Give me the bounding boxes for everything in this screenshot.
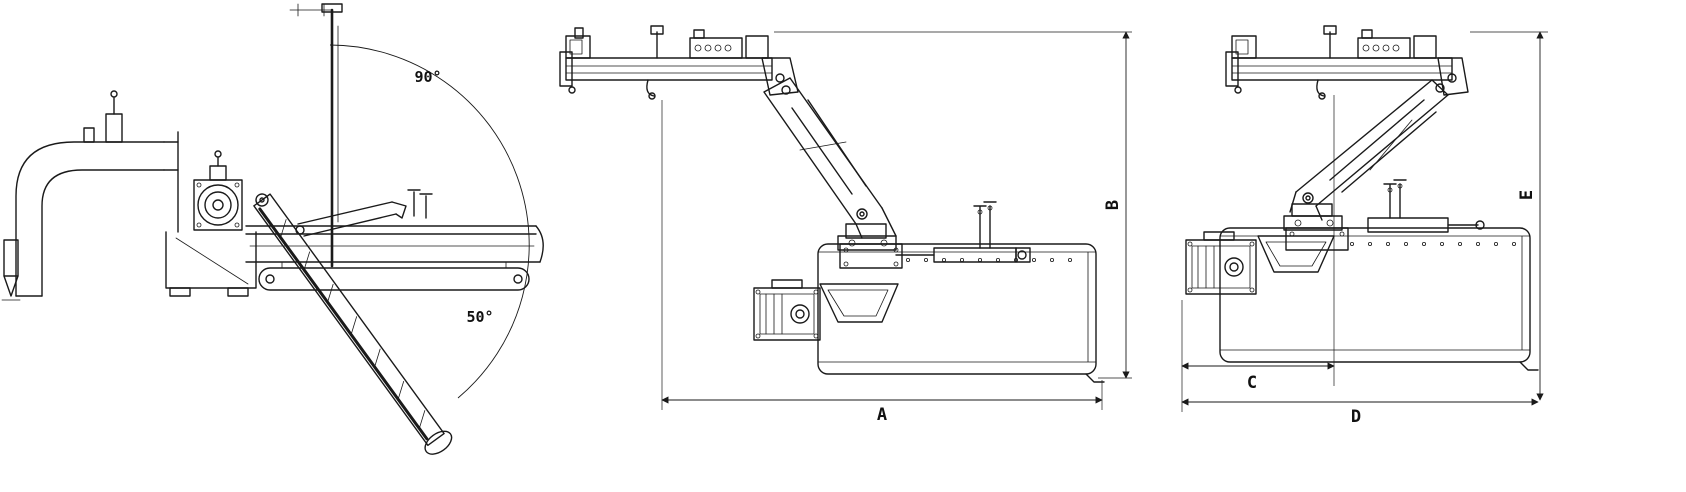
gearbox (193, 150, 243, 231)
dimension-label-b: B (1103, 200, 1123, 210)
curved-support-arm (15, 90, 179, 297)
bolt-dots-middle (906, 257, 1073, 262)
dimension-e: E (1470, 31, 1548, 401)
hydraulic-motor-right (1185, 231, 1257, 295)
dimension-a: A (661, 100, 1103, 425)
rear-roller (258, 261, 530, 291)
middle-view: A B (559, 25, 1132, 425)
discharge-chute-middle (819, 283, 899, 323)
bolt-dots-right (1350, 241, 1517, 246)
dimension-d: D (1181, 398, 1539, 427)
main-frame (165, 231, 257, 297)
mower-head-tilted (253, 193, 453, 455)
parking-foot (1, 239, 21, 301)
right-view: C D E (1181, 25, 1548, 427)
dimension-label-c: C (1247, 373, 1257, 393)
dimension-b: B (774, 31, 1132, 379)
vertical-reference-mast (289, 3, 343, 268)
dimension-label-d: D (1351, 407, 1361, 427)
arm-middle (763, 77, 897, 251)
dimension-label-a: A (877, 405, 887, 425)
mower-body-middle (817, 201, 1105, 383)
arm-right (1283, 79, 1449, 231)
linkage-frame-middle (559, 25, 799, 100)
dimension-label-e: E (1517, 190, 1537, 200)
angle-label-90: 90° (414, 68, 441, 86)
left-view: 90° 50° (1, 3, 544, 455)
dimension-c: C (1181, 95, 1335, 412)
discharge-chute-right (1257, 235, 1335, 273)
linkage-frame-right (1225, 25, 1469, 100)
mower-body-right (1219, 179, 1539, 371)
angle-arc (329, 44, 530, 399)
angle-label-50: 50° (466, 308, 493, 326)
hydraulic-motor-middle (753, 279, 821, 341)
